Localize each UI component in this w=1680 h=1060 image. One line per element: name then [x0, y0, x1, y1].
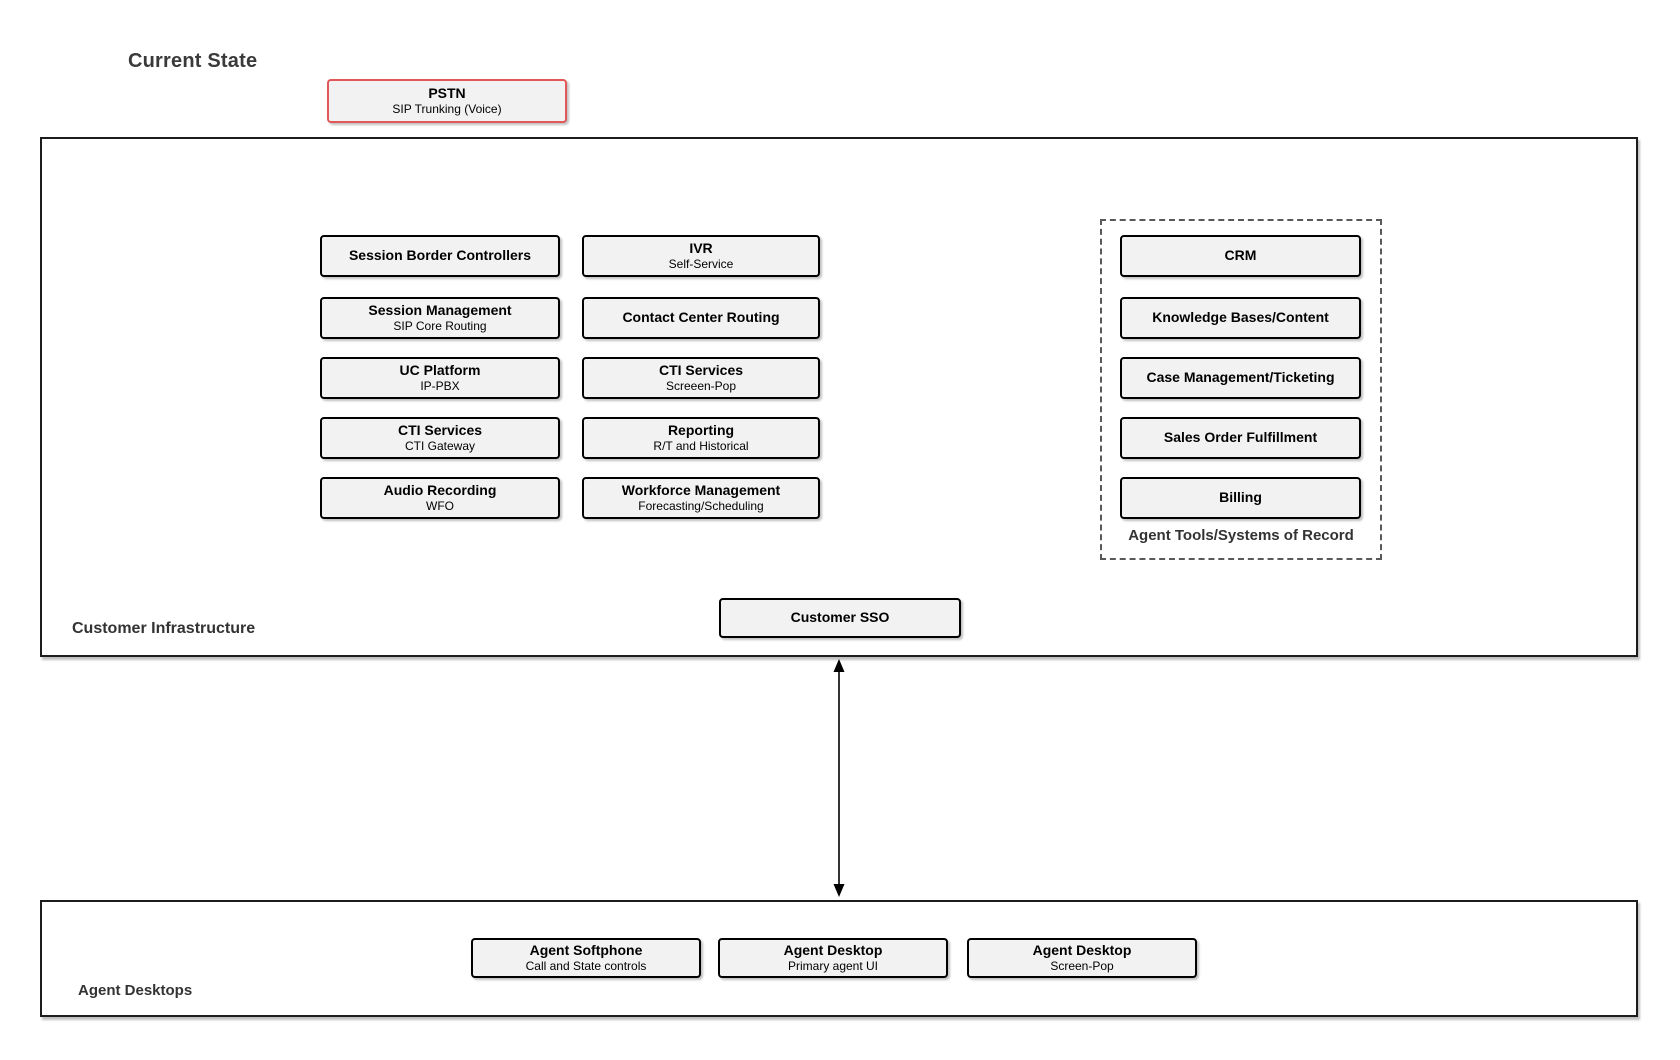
node-title: Reporting — [667, 421, 735, 438]
agent-desktops-label: Agent Desktops — [78, 982, 193, 999]
node-subtitle: Screen-Pop — [1050, 959, 1114, 974]
node-billing: Billing — [1120, 477, 1361, 519]
node-subtitle: Self-Service — [668, 257, 734, 272]
node-subtitle: SIP Core Routing — [393, 319, 487, 334]
node-workforce-management: Workforce Management Forecasting/Schedul… — [582, 477, 820, 519]
agent-tools-label: Agent Tools/Systems of Record — [1128, 527, 1354, 544]
node-session-management: Session Management SIP Core Routing — [320, 297, 560, 339]
node-knowledge-bases: Knowledge Bases/Content — [1120, 297, 1361, 339]
node-title: Customer SSO — [790, 609, 890, 626]
node-subtitle: CTI Gateway — [404, 439, 476, 454]
node-pstn: PSTN SIP Trunking (Voice) — [327, 79, 567, 123]
node-title: PSTN — [428, 84, 466, 101]
node-title: Agent Desktop — [783, 941, 883, 958]
node-subtitle: Primary agent UI — [787, 959, 879, 974]
node-title: Contact Center Routing — [622, 309, 780, 326]
node-title: Audio Recording — [383, 481, 497, 498]
node-subtitle: SIP Trunking (Voice) — [392, 102, 502, 117]
node-sales-order-fulfillment: Sales Order Fulfillment — [1120, 417, 1361, 459]
node-title: CRM — [1224, 247, 1257, 264]
node-agent-desktop-screenpop: Agent Desktop Screen-Pop — [967, 938, 1197, 978]
node-ivr: IVR Self-Service — [582, 235, 820, 277]
node-subtitle: IP-PBX — [420, 379, 460, 394]
node-title: Session Management — [368, 301, 512, 318]
node-title: Agent Softphone — [529, 941, 643, 958]
customer-infrastructure-label: Customer Infrastructure — [72, 620, 256, 637]
node-title: Agent Desktop — [1032, 941, 1132, 958]
node-title: Billing — [1219, 489, 1262, 506]
node-subtitle: Screeen-Pop — [665, 379, 737, 394]
node-crm: CRM — [1120, 235, 1361, 277]
node-title: Case Management/Ticketing — [1146, 369, 1335, 386]
node-title: CTI Services — [397, 421, 483, 438]
node-contact-center-routing: Contact Center Routing — [582, 297, 820, 339]
page-title: Current State — [128, 50, 258, 72]
node-cti-services-gateway: CTI Services CTI Gateway — [320, 417, 560, 459]
node-title: Sales Order Fulfillment — [1163, 429, 1318, 446]
node-uc-platform: UC Platform IP-PBX — [320, 357, 560, 399]
agent-tools-group — [1100, 219, 1382, 560]
node-title: Session Border Controllers — [348, 247, 532, 264]
node-subtitle: R/T and Historical — [653, 439, 749, 454]
node-cti-services-screen-pop: CTI Services Screeen-Pop — [582, 357, 820, 399]
node-subtitle: Forecasting/Scheduling — [638, 499, 764, 514]
node-title: UC Platform — [399, 361, 481, 378]
node-title: IVR — [689, 239, 713, 256]
customer-infrastructure-container — [40, 137, 1638, 657]
node-title: Knowledge Bases/Content — [1152, 309, 1329, 326]
node-subtitle: Call and State controls — [525, 959, 647, 974]
node-title: CTI Services — [658, 361, 744, 378]
node-agent-softphone: Agent Softphone Call and State controls — [471, 938, 701, 978]
node-session-border-controllers: Session Border Controllers — [320, 235, 560, 277]
node-reporting: Reporting R/T and Historical — [582, 417, 820, 459]
node-audio-recording: Audio Recording WFO — [320, 477, 560, 519]
node-subtitle: WFO — [426, 499, 454, 514]
node-agent-desktop-primary: Agent Desktop Primary agent UI — [718, 938, 948, 978]
node-customer-sso: Customer SSO — [719, 598, 961, 638]
node-case-management: Case Management/Ticketing — [1120, 357, 1361, 399]
node-title: Workforce Management — [621, 481, 781, 498]
sso-desktops-arrow-icon — [833, 659, 845, 897]
